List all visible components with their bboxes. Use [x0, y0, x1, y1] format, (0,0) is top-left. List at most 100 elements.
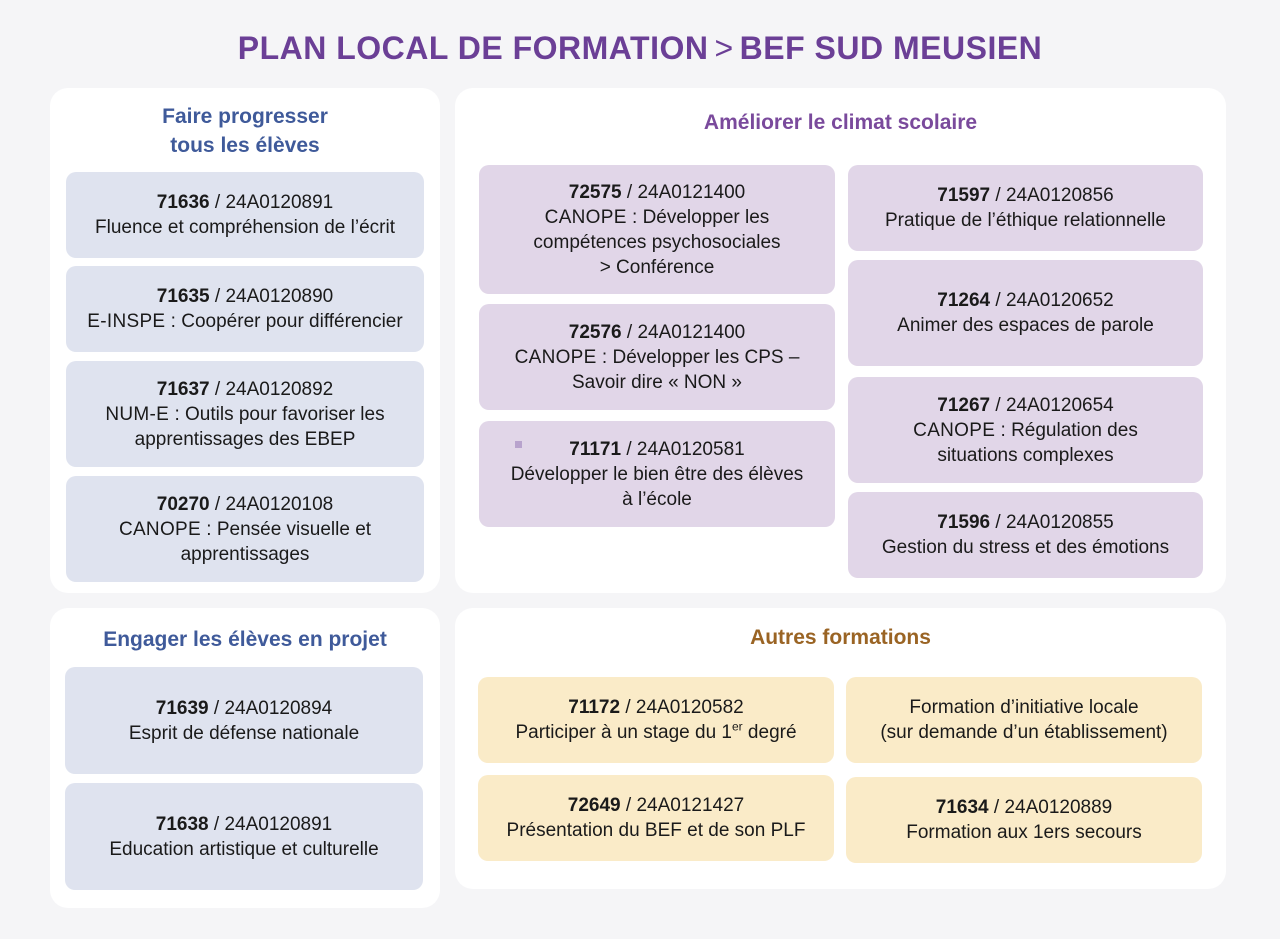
panel-autres: Autres formations 71172 / 24A0120582 Par…	[455, 608, 1226, 889]
card-code: 72649	[567, 795, 621, 816]
card-code-line: 70270 / 24A0120108	[156, 493, 334, 515]
card-code: 71639	[155, 697, 209, 719]
training-card-71634[interactable]: 71634 / 24A0120889 Formation aux 1ers se…	[846, 777, 1202, 863]
card-ref: 24A0120652	[1005, 290, 1114, 311]
card-code: 71636	[156, 192, 210, 213]
card-title: Développer le bien être des élèves	[510, 463, 804, 485]
card-code: 71172	[568, 697, 621, 718]
panel-climat-title: Améliorer le climat scolaire	[703, 111, 978, 134]
training-card-initiative-locale[interactable]: Formation d’initiative locale (sur deman…	[846, 677, 1202, 763]
card-ref: 24A0120889	[1004, 797, 1113, 818]
card-code: 72576	[568, 321, 622, 343]
card-title: Formation d’initiative locale	[909, 697, 1139, 718]
training-card-71597[interactable]: 71597 / 24A0120856 Pratique de l’éthique…	[848, 165, 1203, 251]
panel-progresser-title-line1: Faire progresser	[162, 105, 328, 128]
card-code-line: 71267 / 24A0120654	[937, 394, 1114, 416]
card-code: 71267	[937, 394, 991, 416]
card-prefix: CANOPE	[913, 419, 996, 441]
card-title: Education artistique et culturelle	[109, 838, 379, 860]
card-title: Participer à un stage du 1er degré	[515, 720, 796, 745]
card-code: 71638	[155, 813, 209, 835]
panel-progresser: Faire progresser tous les élèves 71636 /…	[50, 88, 440, 593]
card-ref: 24A0121400	[637, 181, 746, 203]
card-code-line: 71171 / 24A0120581	[569, 438, 745, 460]
card-code: 70270	[156, 493, 210, 515]
card-title: CANOPE : Développer les	[544, 206, 770, 228]
card-code-line: 71638 / 24A0120891	[155, 813, 333, 835]
card-prefix: CANOPE	[514, 346, 597, 368]
card-title-line2: (sur demande d’un établissement)	[880, 722, 1168, 743]
card-prefix: NUM-E	[105, 403, 170, 425]
training-card-71267[interactable]: 71267 / 24A0120654 CANOPE : Régulation d…	[848, 377, 1203, 483]
card-code-line: 72576 / 24A0121400	[568, 321, 746, 343]
page-title-left: PLAN LOCAL DE FORMATION	[237, 30, 709, 66]
card-ref: 24A0120581	[636, 438, 745, 460]
card-title-line2: Savoir dire « NON »	[571, 371, 742, 393]
card-prefix: E-INSPE	[87, 311, 166, 332]
card-title: CANOPE : Développer les CPS –	[514, 346, 800, 368]
card-ref: 24A0120894	[224, 697, 333, 719]
card-code: 71597	[937, 185, 991, 206]
training-card-71639[interactable]: 71639 / 24A0120894 Esprit de défense nat…	[65, 667, 423, 774]
card-title-line2: à l’école	[622, 488, 692, 510]
training-card-71637[interactable]: 71637 / 24A0120892 NUM-E : Outils pour f…	[66, 361, 424, 467]
card-title: Présentation du BEF et de son PLF	[506, 820, 806, 841]
card-ref: 24A0120891	[225, 192, 334, 213]
card-ref: 24A0120890	[225, 286, 334, 307]
card-ref: 24A0121427	[636, 795, 745, 816]
card-code-line: 71637 / 24A0120892	[156, 378, 334, 400]
card-code-line: 71639 / 24A0120894	[155, 697, 333, 719]
card-ref: 24A0121400	[637, 321, 746, 343]
training-card-70270[interactable]: 70270 / 24A0120108 CANOPE : Pensée visue…	[66, 476, 424, 582]
card-title-line2: situations complexes	[937, 444, 1114, 466]
card-title: Pratique de l’éthique relationnelle	[885, 210, 1166, 231]
training-card-71596[interactable]: 71596 / 24A0120855 Gestion du stress et …	[848, 492, 1203, 578]
card-ref: 24A0120892	[225, 378, 334, 400]
page-title-right: BEF SUD MEUSIEN	[739, 30, 1043, 66]
card-ref: 24A0120891	[224, 813, 333, 835]
card-title: Gestion du stress et des émotions	[881, 537, 1170, 558]
card-code-line: 71172 / 24A0120582	[568, 697, 744, 718]
card-ref: 24A0120855	[1005, 512, 1114, 533]
card-code-line: 71596 / 24A0120855	[937, 512, 1114, 533]
panel-progresser-title-line2: tous les élèves	[170, 134, 320, 157]
card-code-line: 71636 / 24A0120891	[156, 192, 334, 213]
panel-projet-title: Engager les élèves en projet	[103, 628, 387, 651]
card-title: E-INSPE : Coopérer pour différencier	[87, 311, 403, 332]
card-title-line2: compétences psychosociales	[533, 231, 781, 253]
card-ref: 24A0120856	[1005, 185, 1114, 206]
training-card-72649[interactable]: 72649 / 24A0121427 Présentation du BEF e…	[478, 775, 834, 861]
card-title-text: Pensée visuelle et	[216, 518, 372, 540]
card-title-text: Outils pour favoriser les	[185, 403, 385, 425]
card-code: 71596	[937, 512, 991, 533]
training-card-71172[interactable]: 71172 / 24A0120582 Participer à un stage…	[478, 677, 834, 763]
training-card-71264[interactable]: 71264 / 24A0120652 Animer des espaces de…	[848, 260, 1203, 366]
card-code: 71634	[935, 797, 989, 818]
card-title: Formation aux 1ers secours	[906, 822, 1142, 843]
card-title: Fluence et compréhension de l’écrit	[95, 217, 395, 238]
training-card-71171[interactable]: 71171 / 24A0120581 Développer le bien êt…	[479, 421, 835, 527]
card-title-text-end: degré	[742, 722, 797, 743]
card-title: CANOPE : Régulation des	[913, 419, 1138, 441]
training-card-72575[interactable]: 72575 / 24A0121400 CANOPE : Développer l…	[479, 165, 835, 294]
card-title-text: Développer les CPS –	[612, 346, 800, 368]
card-prefix: CANOPE	[544, 206, 627, 228]
card-code-line: 71634 / 24A0120889	[935, 797, 1113, 818]
card-title-line2: apprentissages des EBEP	[134, 428, 356, 450]
card-title-line3: > Conférence	[599, 256, 715, 278]
card-title: NUM-E : Outils pour favoriser les	[105, 403, 385, 425]
card-title: Esprit de défense nationale	[128, 722, 360, 744]
panel-autres-title: Autres formations	[750, 626, 931, 649]
card-title-text: Coopérer pour différencier	[181, 311, 403, 332]
training-card-71636[interactable]: 71636 / 24A0120891 Fluence et compréhens…	[66, 172, 424, 258]
panel-progresser-title: Faire progresser tous les élèves	[50, 102, 440, 160]
training-card-72576[interactable]: 72576 / 24A0121400 CANOPE : Développer l…	[479, 304, 835, 410]
card-ref: 24A0120108	[225, 493, 334, 515]
training-card-71638[interactable]: 71638 / 24A0120891 Education artistique …	[65, 783, 423, 890]
training-card-71635[interactable]: 71635 / 24A0120890 E-INSPE : Coopérer po…	[66, 266, 424, 352]
panel-projet: Engager les élèves en projet 71639 / 24A…	[50, 608, 440, 908]
card-title-sup: er	[731, 719, 743, 734]
page-title: PLAN LOCAL DE FORMATION>BEF SUD MEUSIEN	[0, 30, 1280, 67]
page-title-separator: >	[714, 30, 734, 66]
card-title: Animer des espaces de parole	[897, 315, 1154, 336]
